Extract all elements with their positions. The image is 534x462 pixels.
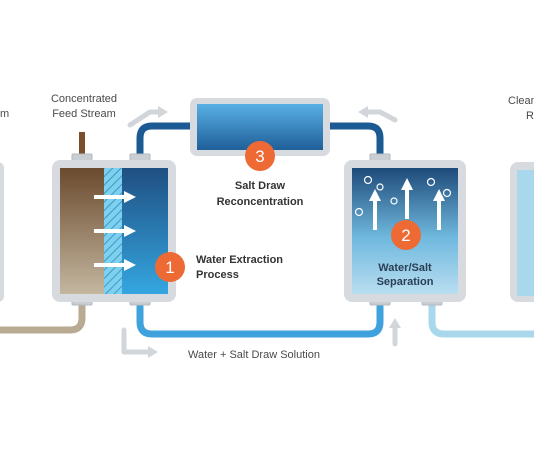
badge-3: 3 — [245, 141, 275, 171]
draw-pipe-bottom — [136, 300, 384, 338]
flow-direction-arrows — [121, 109, 398, 355]
left-label-cut: m — [0, 108, 9, 120]
separation-label-line2: Separation — [377, 276, 434, 288]
feed-tank-partial — [0, 162, 4, 302]
separation-label-line1: Water/Salt — [378, 262, 432, 274]
clean-label-line1: Clean — [508, 95, 534, 107]
badge-1: 1 — [155, 252, 185, 282]
clean-label-line2: R — [526, 110, 534, 122]
feed-pipe — [0, 300, 86, 334]
concentrated-label-line1: Concentrated — [51, 93, 117, 105]
badge-1-number: 1 — [165, 258, 174, 277]
clean-water-fill — [517, 170, 534, 296]
badge-2: 2 — [391, 220, 421, 250]
concentrate-outlet-pipe — [79, 132, 85, 156]
rising-arrows — [369, 178, 445, 230]
draw-pipe-top — [136, 122, 190, 158]
osmosis-arrows — [94, 191, 136, 271]
badge-2-number: 2 — [401, 226, 410, 245]
water-extraction-label-line2: Process — [196, 269, 239, 281]
loop-label: Water + Salt Draw Solution — [188, 349, 320, 361]
clean-water-pipe — [428, 300, 534, 338]
salt-draw-label-line1: Salt Draw — [235, 180, 286, 192]
salt-draw-label-line2: Reconcentration — [217, 196, 304, 208]
flow-arrow-heads — [148, 106, 401, 358]
badge-3-number: 3 — [255, 147, 264, 166]
water-extraction-label-line1: Water Extraction — [196, 254, 283, 266]
bubbles — [354, 175, 452, 217]
concentrated-label-line2: Feed Stream — [52, 108, 116, 120]
draw-pipe-top-right — [330, 122, 384, 158]
